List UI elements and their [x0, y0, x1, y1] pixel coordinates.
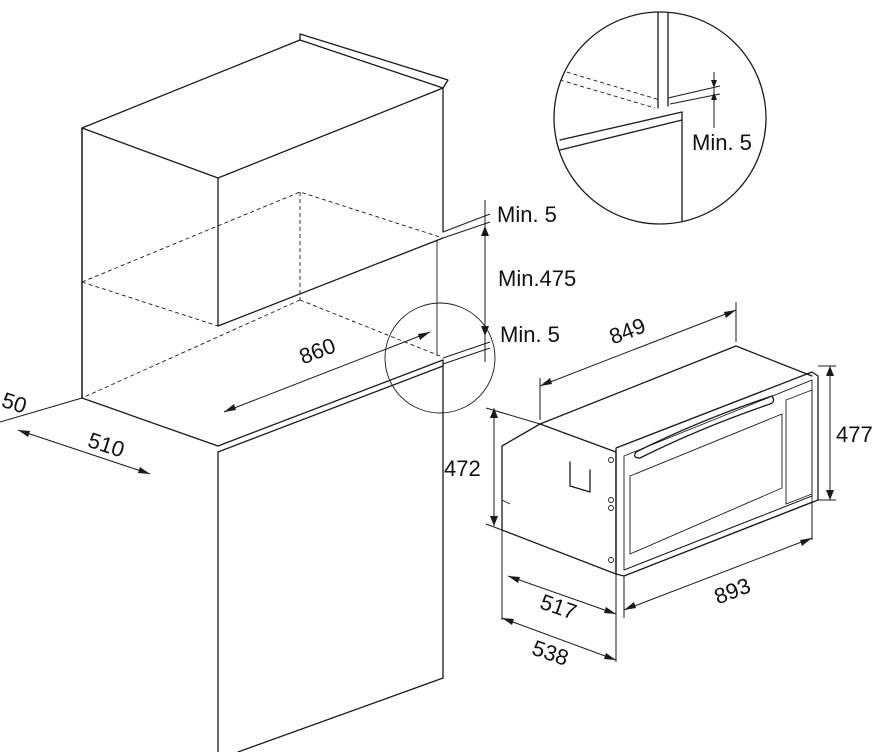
detail-dashed-1 — [559, 69, 661, 101]
drawer-top-back — [501, 345, 813, 447]
side-grip — [569, 461, 591, 493]
ext-472-bottom — [485, 523, 503, 531]
dim-510-arrow-right — [138, 467, 150, 474]
dim-517-line — [507, 575, 617, 615]
screw-2 — [608, 497, 614, 503]
drawer-side — [501, 445, 617, 575]
ext-top-2 — [442, 221, 491, 239]
detail-min5-label: Min. 5 — [692, 130, 752, 155]
dim-893-arrow-right — [800, 538, 812, 546]
drawer-handle[interactable] — [634, 395, 775, 459]
dim-860-line — [223, 331, 431, 413]
dim-510-label: 510 — [85, 427, 128, 462]
dim-849-arrow-right — [724, 310, 736, 318]
niche-shelf-front — [217, 359, 444, 447]
screw-1 — [608, 457, 614, 463]
dim-538-arrow-left — [502, 618, 514, 625]
dim-472-arrow-bottom — [490, 516, 498, 526]
detail-ext-2 — [669, 93, 721, 105]
drawer-glass — [629, 413, 783, 555]
dim-50-label: 50 — [0, 387, 30, 418]
upper-panel-bottom-edge — [217, 237, 444, 327]
detail-marker-circle — [384, 302, 496, 414]
dim-510-arrow-left — [18, 430, 30, 437]
dim-min5-top-label: Min. 5 — [497, 202, 557, 227]
dim-538-label: 538 — [529, 635, 572, 671]
detail-shelf-2 — [559, 119, 683, 151]
dim-475-label: Min.475 — [498, 266, 576, 291]
dim-849-arrow-left — [540, 378, 552, 386]
dim-477-label: 477 — [836, 422, 873, 447]
cabinet-top-face — [81, 39, 444, 179]
dim-475-arrow-bottom — [481, 326, 489, 336]
dim-893-arrow-left — [624, 602, 636, 610]
screw-3 — [608, 505, 614, 511]
screw-4 — [608, 557, 614, 563]
ext-top-1 — [442, 213, 491, 233]
dim-517-arrow-left — [508, 576, 520, 583]
detail-ext-1 — [667, 85, 721, 99]
dim-517-label: 517 — [537, 589, 580, 625]
cabinet-bottom-edge — [237, 677, 444, 752]
dim-893-line — [623, 537, 813, 611]
side-tab — [501, 499, 511, 505]
dim-517-arrow-right — [604, 607, 616, 614]
tall-cabinet: 860 510 50 Min. 5 Min.475 Min. 5 — [0, 33, 576, 752]
dim-860-label: 860 — [296, 333, 339, 369]
niche-top-dashed — [81, 191, 444, 283]
dim-472-arrow-top — [490, 408, 498, 418]
dim-849-line — [539, 309, 737, 387]
dim-893-label: 893 — [711, 573, 754, 609]
dim-472-label: 472 — [444, 456, 481, 481]
dim-860-arrow-left — [224, 404, 236, 412]
dim-min5-bottom-label: Min. 5 — [500, 322, 560, 347]
cabinet-top-edge — [299, 33, 449, 89]
detail-dashed-2 — [559, 79, 656, 109]
ext-bot-2 — [442, 347, 491, 365]
detail-shelf-1 — [559, 111, 683, 141]
drawer-front-panel — [615, 371, 819, 577]
dim-510-line — [17, 429, 151, 475]
warming-drawer: 849 477 472 893 517 538 — [444, 302, 873, 671]
dim-538-arrow-right — [604, 653, 616, 660]
niche-back-bottom-dashed — [81, 299, 301, 399]
niche-top-left-dashed — [81, 281, 219, 327]
dim-477-arrow-bottom — [826, 490, 834, 500]
niche-shelf-front-2 — [217, 365, 444, 453]
drawer-top-left — [539, 423, 617, 453]
detail-arrow-bottom — [711, 92, 717, 100]
dim-860-arrow-right — [418, 332, 430, 340]
dim-extension — [0, 397, 83, 423]
drawer-bottom-strip — [623, 495, 813, 577]
detail-circle — [553, 11, 767, 225]
niche-shelf-left — [81, 397, 219, 447]
dim-475-arrow-top — [481, 226, 489, 236]
detail-arrow-top — [711, 80, 717, 88]
detail-view: Min. 5 — [553, 11, 767, 225]
dim-477-arrow-top — [826, 366, 834, 376]
dim-538-line — [501, 617, 617, 661]
drawer-side-glass — [785, 389, 813, 505]
ext-bot-1 — [442, 341, 491, 359]
dim-849-label: 849 — [606, 313, 649, 349]
